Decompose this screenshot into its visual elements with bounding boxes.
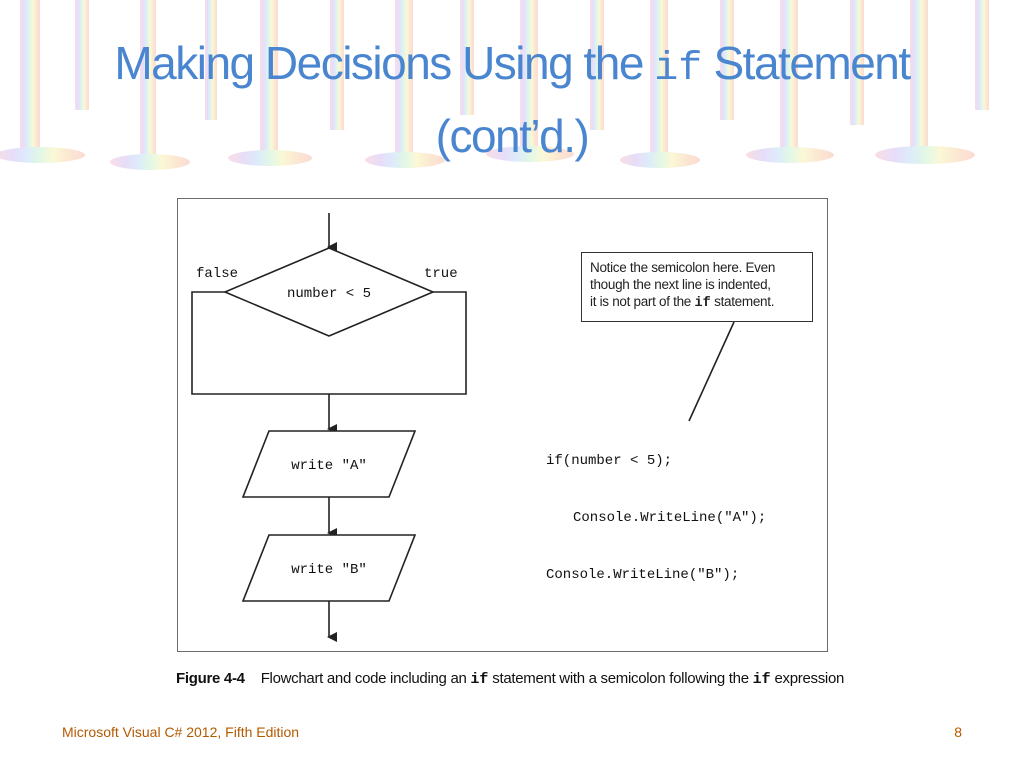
slide-title-line1: Making Decisions Using the if Statement	[114, 37, 911, 92]
figure-label: Figure 4-4	[176, 670, 245, 687]
callout-line-2: though the next line is indented,	[590, 277, 771, 292]
true-branch-line	[329, 291, 467, 395]
figure-4-4: number < 5 false true write "A" write "B…	[177, 198, 828, 652]
code-line-3: Console.WriteLine("B");	[546, 567, 740, 583]
callout-line-3: it is not part of the if statement.	[590, 294, 775, 311]
flowchart-diagram: number < 5 false true write "A" write "B…	[191, 213, 735, 642]
false-branch-line	[191, 291, 329, 395]
decorative-background	[0, 0, 989, 170]
decision-label: number < 5	[287, 286, 371, 302]
callout-pointer	[688, 321, 735, 422]
process-write-b-label: write "B"	[291, 562, 367, 578]
true-label: true	[424, 266, 458, 282]
code-line-2: Console.WriteLine("A");	[573, 510, 767, 526]
page-number: 8	[954, 724, 962, 740]
code-line-1: if(number < 5);	[546, 453, 673, 469]
title-code-keyword: if	[654, 47, 703, 92]
code-snippet: if(number < 5); Console.WriteLine("A"); …	[546, 414, 766, 623]
callout-code-keyword: if	[694, 296, 711, 311]
process-write-a	[241, 430, 417, 498]
process-write-b	[241, 534, 417, 602]
callout-note: Notice the semicolon here. Even though t…	[581, 252, 813, 322]
decision-diamond	[222, 247, 436, 337]
slide-title: Making Decisions Using the if Statement …	[40, 30, 984, 169]
process-write-a-label: write "A"	[291, 458, 367, 474]
footer-book-title: Microsoft Visual C# 2012, Fifth Edition	[62, 724, 300, 740]
slide-title-line2: (cont’d.)	[435, 110, 590, 162]
false-label: false	[196, 266, 238, 282]
caption-code-2: if	[752, 671, 771, 688]
callout-line-1: Notice the semicolon here. Even	[590, 260, 776, 275]
caption-code-1: if	[470, 671, 489, 688]
